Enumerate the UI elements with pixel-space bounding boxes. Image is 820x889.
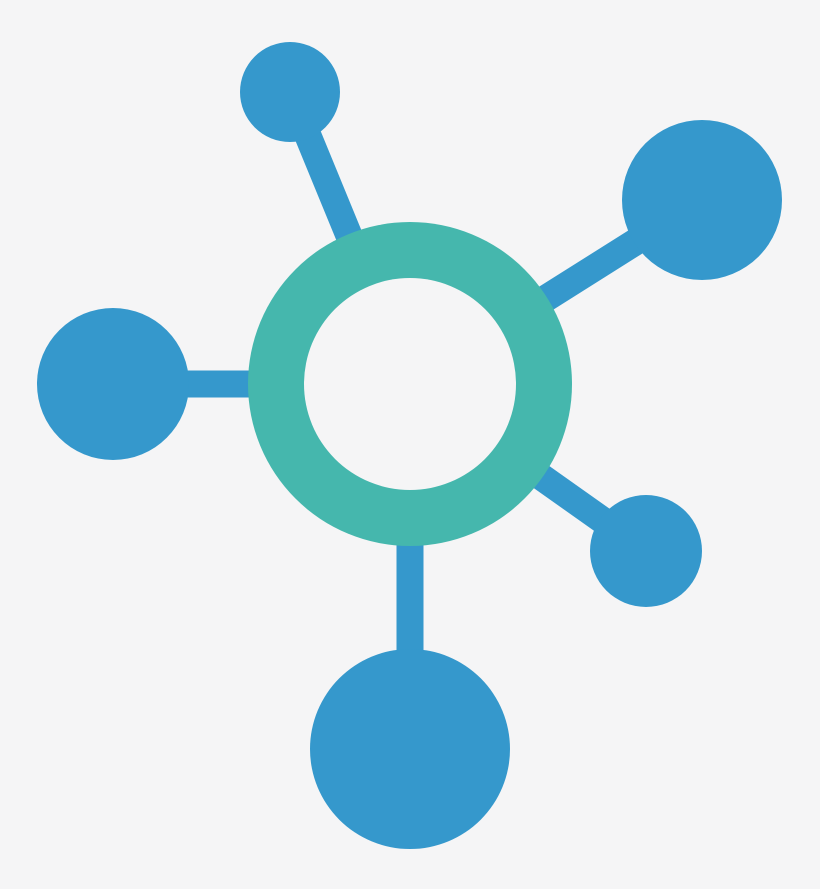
node-bottom-right (590, 495, 702, 607)
node-left (37, 308, 189, 460)
node-bottom (310, 649, 510, 849)
hub-center (304, 278, 516, 490)
node-top-right (622, 120, 782, 280)
node-top-left (240, 42, 340, 142)
